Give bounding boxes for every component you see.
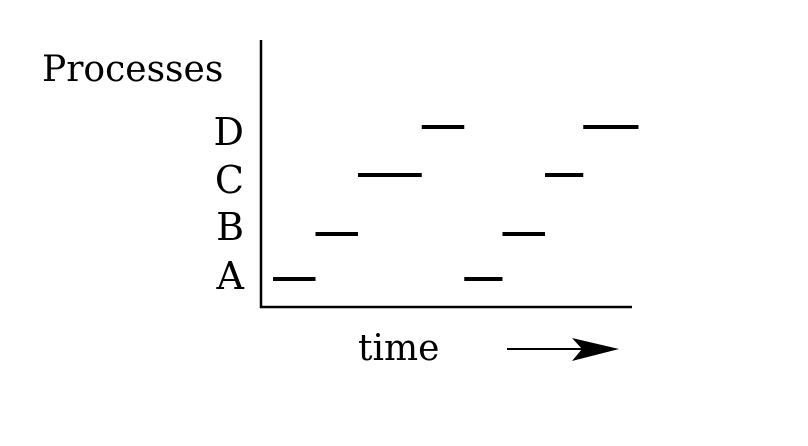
process-label-b: B bbox=[216, 205, 244, 249]
execution-segments bbox=[273, 125, 639, 281]
diagram-title: Processes bbox=[42, 49, 223, 90]
process-label-a: A bbox=[216, 254, 245, 298]
process-labels: A B C D bbox=[214, 110, 245, 298]
time-arrow-icon bbox=[507, 338, 619, 361]
process-label-d: D bbox=[214, 110, 244, 154]
x-axis-label: time bbox=[358, 328, 439, 369]
process-label-c: C bbox=[215, 158, 244, 202]
